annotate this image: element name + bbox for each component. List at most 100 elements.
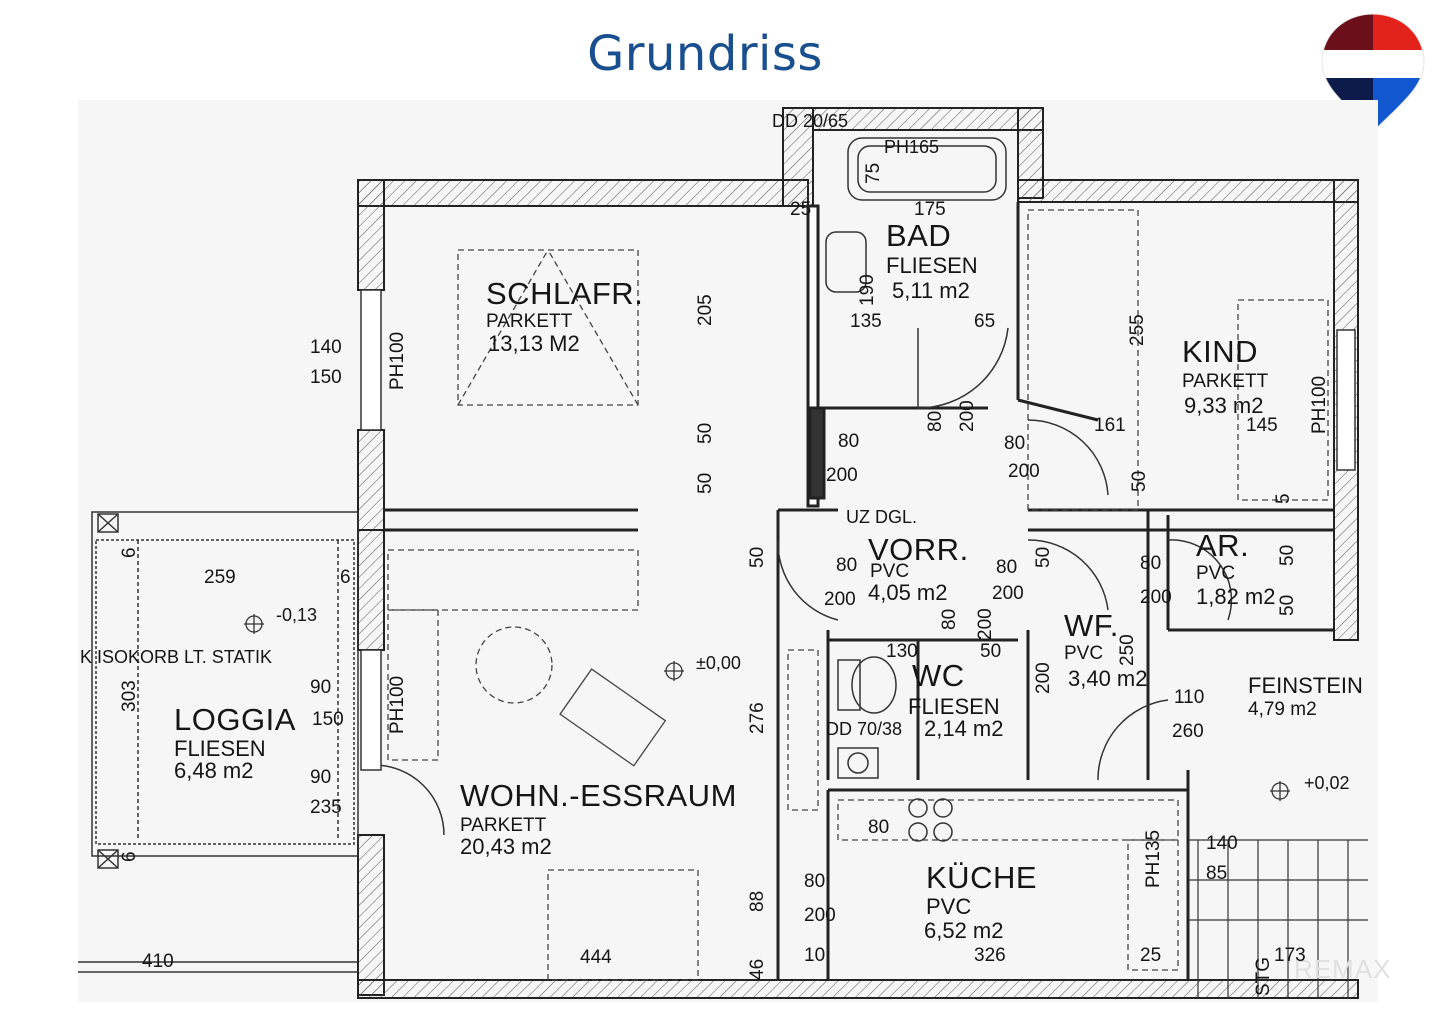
room-name-wc: WC (912, 658, 965, 693)
room-area-feinstein: 4,79 m2 (1248, 699, 1317, 720)
dim-50b: 50 (695, 472, 716, 494)
windows (360, 289, 1356, 771)
room-area-vorraum: 4,05 m2 (868, 580, 948, 605)
dim-80i: 80 (804, 871, 826, 892)
dim-50e: 50 (1033, 546, 1054, 568)
level-markers (244, 614, 1290, 801)
dim-80e: 80 (996, 557, 1018, 578)
dim-200i: 200 (804, 905, 836, 926)
dim-150a: 150 (310, 367, 342, 388)
dim-235: 235 (310, 797, 342, 818)
dim-190: 190 (857, 274, 878, 306)
room-area-bad: 5,11 m2 (892, 278, 970, 303)
dim-303: 303 (119, 680, 140, 712)
dim-150b: 150 (312, 709, 344, 730)
note-ph135: PH135 (1143, 829, 1164, 888)
room-name-abstellraum: AR. (1196, 528, 1250, 563)
dim-50h: 50 (980, 641, 1002, 662)
dim-50a: 50 (695, 422, 716, 444)
dim-200e: 200 (992, 583, 1024, 604)
room-name-feinstein: FEINSTEIN (1248, 673, 1363, 698)
stove-icon (908, 798, 953, 842)
dim-90a: 90 (310, 677, 332, 698)
balloon-logo-icon (1321, 13, 1425, 133)
outer-walls (357, 107, 1359, 999)
dim-200f: 200 (1140, 587, 1172, 608)
dim-80b: 80 (1004, 433, 1026, 454)
dim-46: 46 (747, 958, 768, 980)
room-area-wohnen: 20,43 m2 (460, 834, 552, 859)
dim-161: 161 (1094, 415, 1126, 436)
dim-80g: 80 (868, 817, 890, 838)
dim-80c: 80 (925, 410, 946, 432)
stair-area (1188, 839, 1368, 998)
dim-326: 326 (974, 945, 1006, 966)
note-level-loggia: -0,13 (276, 605, 318, 625)
dim-85: 85 (1206, 863, 1228, 884)
room-area-loggia: 6,48 m2 (174, 758, 254, 783)
room-name-wohnen: WOHN.-ESSRAUM (460, 778, 737, 813)
dim-410: 410 (142, 951, 174, 972)
dim-5: 5 (1273, 493, 1294, 504)
dim-75: 75 (863, 162, 884, 184)
dining-table-icon (475, 626, 553, 704)
dim-80f: 80 (1140, 553, 1162, 574)
furniture (387, 209, 1329, 981)
dim-444: 444 (580, 947, 612, 968)
dim-25a: 25 (790, 199, 812, 220)
room-floor-bad: FLIESEN (886, 253, 978, 278)
dim-50c: 50 (1129, 470, 1150, 492)
room-area-wc: 2,14 m2 (924, 716, 1004, 741)
dim-10: 10 (804, 945, 826, 966)
room-floor-kueche: PVC (926, 894, 972, 919)
dim-25b: 25 (1140, 945, 1162, 966)
sink-icon (825, 231, 867, 293)
note-ph100-c: PH100 (1309, 375, 1330, 434)
room-area-kind: 9,33 m2 (1184, 393, 1264, 418)
dim-6b: 6 (340, 567, 351, 588)
dim-173: 173 (1274, 945, 1306, 966)
toilet-icon (837, 656, 897, 779)
note-dd-wc: DD 70/38 (826, 719, 903, 739)
dim-140b: 140 (1206, 833, 1238, 854)
dim-145: 145 (1246, 415, 1278, 436)
dim-65: 65 (974, 311, 996, 332)
floor-plan: SCHLAFR. PARKETT 13,13 M2 BAD FLIESEN 5,… (78, 100, 1390, 1002)
dim-88: 88 (747, 890, 768, 912)
dim-260: 260 (1172, 721, 1204, 742)
dim-200b: 200 (1008, 461, 1040, 482)
floor-plan-drawing (78, 100, 1378, 1002)
dim-135: 135 (850, 311, 882, 332)
dim-90b: 90 (310, 767, 332, 788)
dim-80d: 80 (836, 555, 858, 576)
room-name-schlafzimmer: SCHLAFR. (486, 276, 644, 311)
dim-50d: 50 (747, 546, 768, 568)
dim-50f: 50 (1277, 544, 1298, 566)
room-name-vorraum: VORR. (868, 532, 969, 567)
room-floor-wohnen: PARKETT (460, 815, 547, 836)
room-name-kueche: KÜCHE (926, 860, 1038, 895)
watermark-label: REMAX (1294, 954, 1392, 984)
dim-259: 259 (204, 567, 236, 588)
note-dd-top: DD 20/65 (772, 111, 849, 131)
room-area-abstellraum: 1,82 m2 (1196, 584, 1276, 609)
room-name-bad: BAD (886, 218, 952, 253)
dim-276: 276 (747, 702, 768, 734)
note-level-stair: +0,02 (1304, 773, 1350, 793)
dim-205: 205 (695, 294, 716, 326)
dim-80h: 80 (939, 608, 960, 630)
room-name-loggia: LOGGIA (174, 702, 296, 737)
dim-110: 110 (1174, 687, 1205, 708)
interior-walls (384, 202, 1334, 980)
page-title: Grundriss (587, 26, 823, 82)
note-ph165: PH165 (884, 137, 940, 157)
dim-250: 250 (1117, 634, 1138, 666)
note-ph100-a: PH100 (387, 331, 408, 390)
dim-140a: 140 (310, 337, 342, 358)
room-name-kind: KIND (1182, 334, 1259, 369)
room-floor-wc: FLIESEN (908, 694, 1000, 719)
dim-200a: 200 (826, 465, 858, 486)
room-floor-vorraum: PVC (870, 561, 910, 582)
dim-6a: 6 (119, 547, 140, 558)
note-isokorb: K ISOKORB LT. STATIK (80, 647, 273, 667)
